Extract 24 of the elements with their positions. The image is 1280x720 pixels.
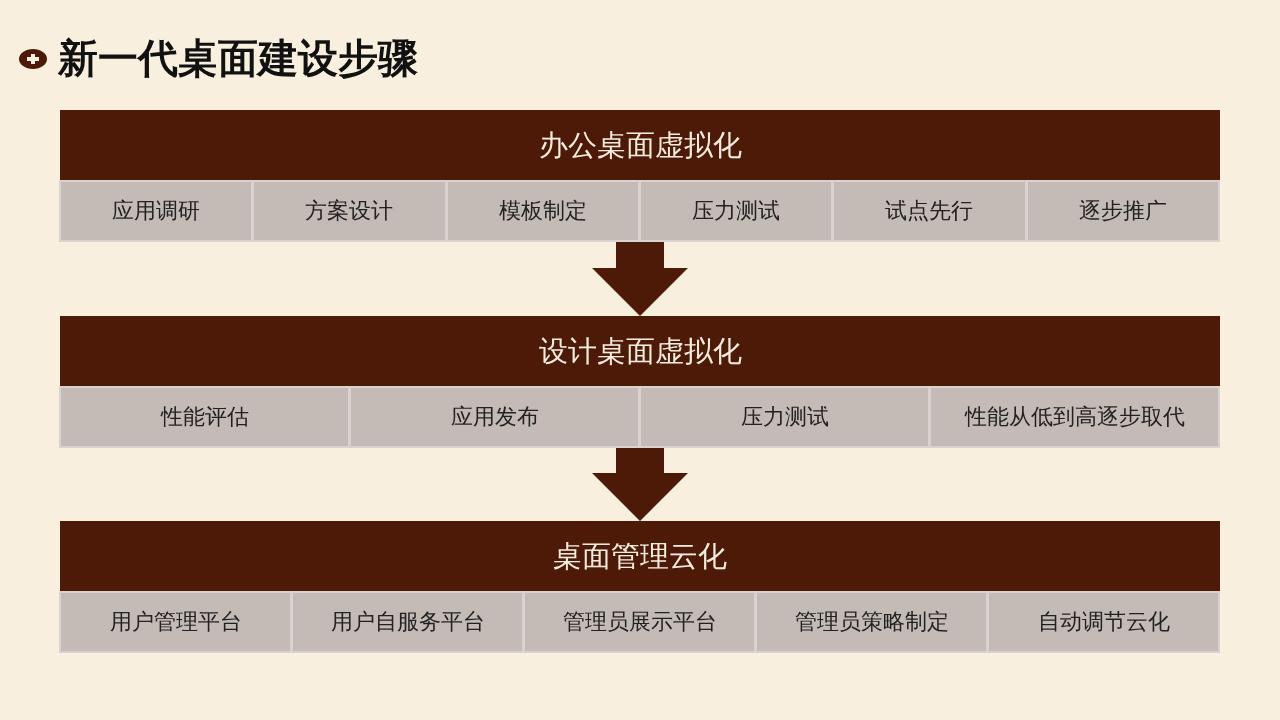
title: 新一代桌面建设步骤: [58, 34, 418, 83]
step-cell: 逐步推广: [1025, 180, 1220, 242]
step-cell: 压力测试: [639, 180, 834, 242]
block-arrow: [592, 242, 688, 316]
band-title: 设计桌面虚拟化: [538, 334, 742, 369]
step-cell: 模板制定: [445, 180, 640, 242]
band-title: 桌面管理云化: [553, 539, 727, 574]
block-arrow: [592, 448, 688, 521]
band-title: 办公桌面虚拟化: [538, 128, 742, 163]
step-cell: 压力测试: [639, 386, 930, 448]
step-cell: 方案设计: [252, 180, 447, 242]
stage-band: [60, 316, 1220, 448]
step-cell: 管理员展示平台: [523, 591, 756, 653]
step-cell: 应用发布: [349, 386, 640, 448]
stage-band: [60, 110, 1220, 242]
step-cell: 试点先行: [832, 180, 1027, 242]
step-cell: 性能评估: [59, 386, 350, 448]
step-cell: 用户管理平台: [59, 591, 292, 653]
step-cell: 用户自服务平台: [291, 591, 524, 653]
step-cell: 管理员策略制定: [755, 591, 988, 653]
step-cell: 自动调节云化: [987, 591, 1220, 653]
stage-band: [60, 521, 1220, 653]
step-cell: 应用调研: [59, 180, 254, 242]
step-cell: 性能从低到高逐步取代: [929, 386, 1220, 448]
